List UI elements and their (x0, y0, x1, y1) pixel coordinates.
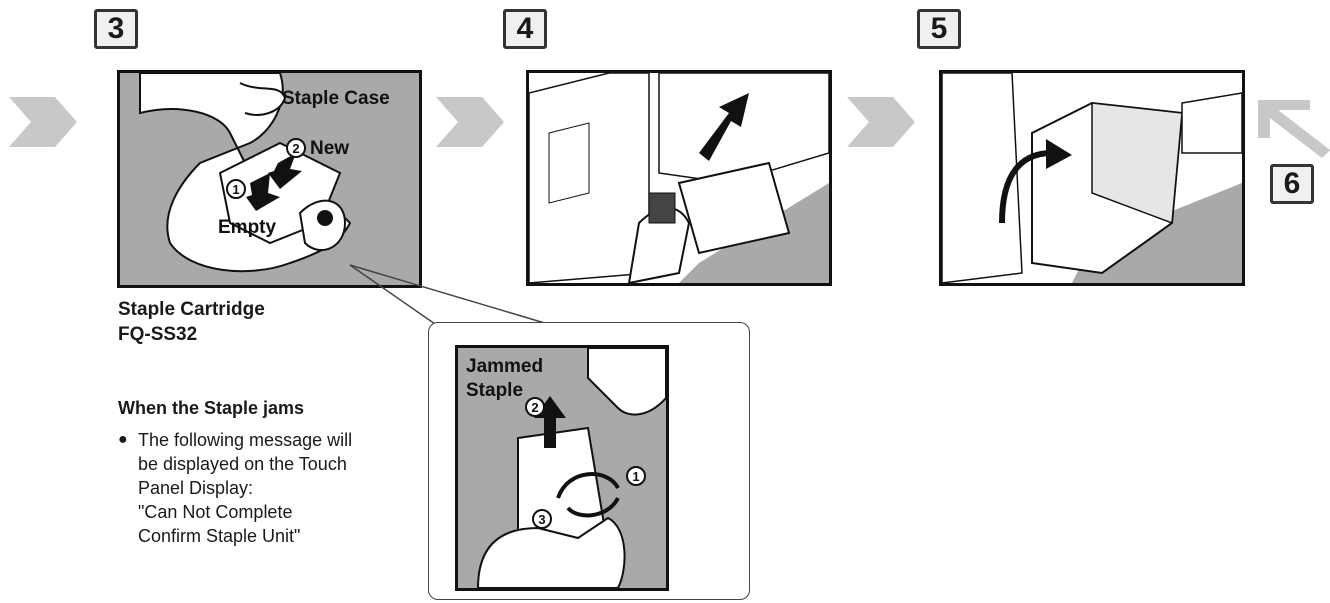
arrow-down-left-icon (1250, 98, 1330, 160)
number-2: 2 (531, 400, 538, 415)
jammed-staple-callout: 2 1 3 Jammed Staple (428, 322, 750, 600)
label-staple: Staple (466, 380, 523, 401)
label-staple-case: Staple Case (282, 88, 390, 109)
cartridge-caption: Staple Cartridge FQ-SS32 (118, 297, 265, 347)
cartridge-name: Staple Cartridge (118, 297, 265, 322)
label-new: New (310, 138, 349, 159)
jam-note-line: Panel Display: (118, 476, 438, 500)
jam-note-line: "Can Not Complete (118, 500, 438, 524)
staple-cartridge-image: 2 1 Staple Case New Empty (117, 70, 422, 288)
callout-connector (340, 260, 560, 330)
cartridge-model: FQ-SS32 (118, 322, 265, 347)
jam-note-title: When the Staple jams (118, 398, 304, 419)
step-5-image (939, 70, 1245, 286)
step-number-6: 6 (1270, 164, 1314, 204)
jam-note-line: be displayed on the Touch (118, 452, 438, 476)
number-1: 1 (632, 469, 639, 484)
number-2: 2 (292, 141, 299, 156)
label-jammed: Jammed (466, 356, 543, 377)
jam-note-line: The following message will (118, 428, 438, 452)
step-number-3: 3 (94, 9, 138, 49)
number-1: 1 (232, 182, 239, 197)
chevron-right-icon (9, 97, 77, 147)
jam-note-text: ● The following message will be displaye… (118, 428, 438, 548)
step-number-4: 4 (503, 9, 547, 49)
chevron-right-icon (847, 97, 915, 147)
jam-note-line: Confirm Staple Unit" (118, 524, 438, 548)
bullet-icon: ● (118, 428, 128, 452)
step-number-5: 5 (917, 9, 961, 49)
label-empty: Empty (218, 217, 277, 238)
step-4-image (526, 70, 832, 286)
chevron-right-icon (436, 97, 504, 147)
jammed-staple-image: 2 1 3 Jammed Staple (455, 345, 669, 591)
number-3: 3 (538, 512, 545, 527)
